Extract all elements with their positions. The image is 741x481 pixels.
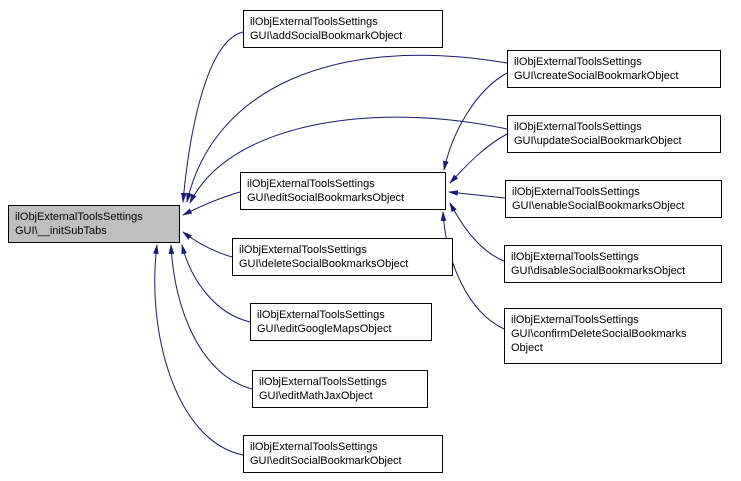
edge-enableSocialBookmarks-to-editSocialBookmarks <box>448 190 506 199</box>
node-label-line: ilObjExternalToolsSettings <box>514 121 642 133</box>
node-createSocialBookmark[interactable]: ilObjExternalToolsSettings GUI\createSoc… <box>507 50 721 88</box>
node-label-line: GUI\confirmDeleteSocialBookmarks <box>511 328 687 340</box>
node-label-line: GUI\editMathJaxObject <box>259 390 373 402</box>
node-label-line: GUI\editSocialBookmarkObject <box>250 455 402 467</box>
node-label-line: GUI\deleteSocialBookmarksObject <box>239 258 409 270</box>
edge-editMathJax-to-initSubTabs <box>168 244 253 390</box>
node-label-line: GUI\createSocialBookmarkObject <box>514 70 679 82</box>
node-label-line: ilObjExternalToolsSettings <box>512 186 640 198</box>
node-label-line: ilObjExternalToolsSettings <box>247 178 375 190</box>
node-label-line: GUI\editGoogleMapsObject <box>257 323 392 335</box>
edge-createSocialBookmark-to-initSubTabs <box>186 54 508 203</box>
node-label-line: ilObjExternalToolsSettings <box>514 56 642 68</box>
node-label-line: ilObjExternalToolsSettings <box>259 376 387 388</box>
node-label-line: ilObjExternalToolsSettings <box>511 251 639 263</box>
edge-addSocialBookmark-to-initSubTabs <box>181 31 244 203</box>
node-label-line: GUI\disableSocialBookmarksObject <box>511 265 686 277</box>
node-label-line: ilObjExternalToolsSettings <box>250 441 378 453</box>
node-initSubTabs: ilObjExternalToolsSettings GUI\__initSub… <box>8 205 180 243</box>
node-label-line: GUI\editSocialBookmarksObject <box>247 192 405 204</box>
edge-updateSocialBookmark-to-editSocialBookmarks <box>449 133 508 184</box>
node-label-line: GUI\__initSubTabs <box>15 225 107 237</box>
node-updateSocialBookmark[interactable]: ilObjExternalToolsSettings GUI\updateSoc… <box>507 115 721 153</box>
node-label-line: ilObjExternalToolsSettings <box>511 314 639 326</box>
node-editSocialBookmark[interactable]: ilObjExternalToolsSettings GUI\editSocia… <box>243 435 443 473</box>
edge-editSocialBookmark-to-initSubTabs <box>153 244 244 456</box>
edge-createSocialBookmark-to-editSocialBookmarks <box>443 72 508 171</box>
edge-disableSocialBookmarks-to-editSocialBookmarks <box>449 202 505 262</box>
node-addSocialBookmark[interactable]: ilObjExternalToolsSettings GUI\addSocial… <box>243 10 443 48</box>
node-deleteSocialBookmarks[interactable]: ilObjExternalToolsSettings GUI\deleteSoc… <box>232 238 453 276</box>
node-editMathJax[interactable]: ilObjExternalToolsSettings GUI\editMathJ… <box>252 370 428 408</box>
node-label-line: ilObjExternalToolsSettings <box>250 16 378 28</box>
node-editGoogleMaps[interactable]: ilObjExternalToolsSettings GUI\editGoogl… <box>250 303 432 341</box>
node-label-line: Object <box>511 342 543 354</box>
node-confirmDeleteSocialBookmarks[interactable]: ilObjExternalToolsSettings GUI\confirmDe… <box>504 308 722 364</box>
node-label-line: GUI\addSocialBookmarkObject <box>250 30 403 42</box>
edge-editSocialBookmarks-to-initSubTabs <box>182 191 241 216</box>
node-label-line: ilObjExternalToolsSettings <box>257 309 385 321</box>
edge-updateSocialBookmark-to-initSubTabs <box>189 116 508 204</box>
node-enableSocialBookmarks[interactable]: ilObjExternalToolsSettings GUI\enableSoc… <box>505 180 722 218</box>
node-label-line: ilObjExternalToolsSettings <box>239 244 367 256</box>
node-disableSocialBookmarks[interactable]: ilObjExternalToolsSettings GUI\disableSo… <box>504 245 722 283</box>
node-label-line: GUI\enableSocialBookmarksObject <box>512 200 685 212</box>
node-editSocialBookmarks[interactable]: ilObjExternalToolsSettings GUI\editSocia… <box>240 172 446 210</box>
edge-confirmDeleteSocialBookmarks-to-editSocialBookmarks <box>440 211 505 330</box>
edge-editGoogleMaps-to-initSubTabs <box>181 244 251 323</box>
edge-deleteSocialBookmarks-to-initSubTabs <box>182 231 233 258</box>
node-label-line: GUI\updateSocialBookmarkObject <box>514 135 682 147</box>
node-label-line: ilObjExternalToolsSettings <box>15 211 143 223</box>
